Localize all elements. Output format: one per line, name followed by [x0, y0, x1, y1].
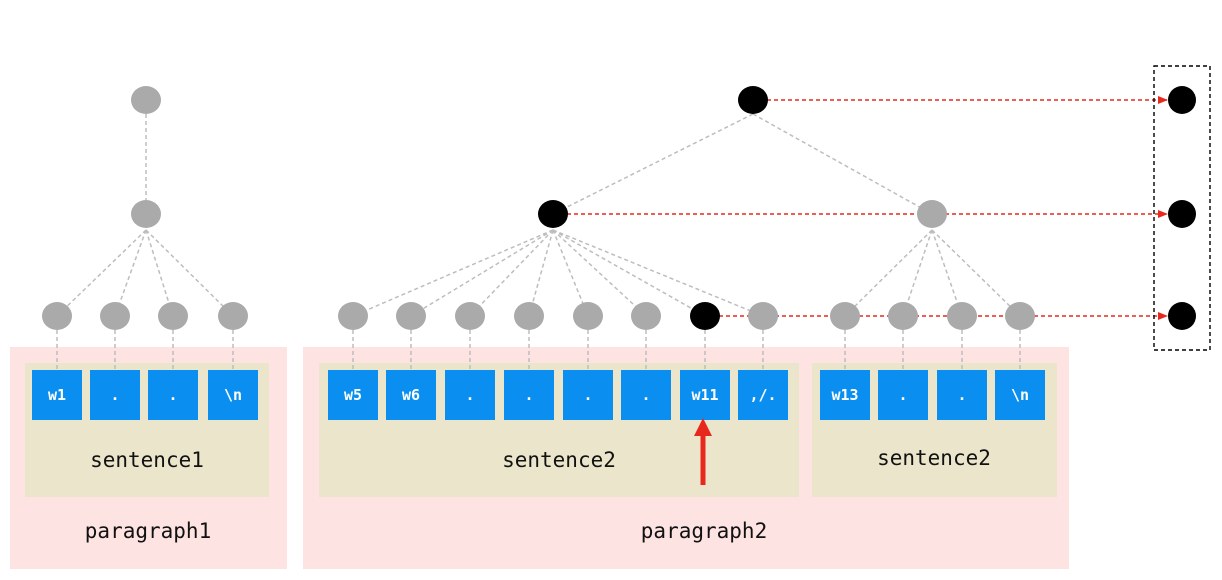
- token-node: [455, 302, 485, 330]
- current-token-node: [690, 302, 720, 330]
- token-box: [937, 370, 987, 420]
- token-text: .: [898, 386, 907, 404]
- token-text: .: [110, 386, 119, 404]
- token-box: [386, 370, 436, 420]
- token-node: [573, 302, 603, 330]
- token-box: [621, 370, 671, 420]
- sentence-label: sentence2: [502, 448, 616, 472]
- token-box: [90, 370, 140, 420]
- token-box: [738, 370, 788, 420]
- token-node: [947, 302, 977, 330]
- token-box: [504, 370, 554, 420]
- paragraph-label: paragraph1: [85, 519, 211, 543]
- token-text: w1: [48, 386, 66, 404]
- token-text: .: [524, 386, 533, 404]
- token-text: .: [957, 386, 966, 404]
- token-text: ,/.: [749, 386, 776, 404]
- token-node: [1005, 302, 1035, 330]
- paragraph-label: paragraph2: [641, 519, 767, 543]
- token-text: .: [641, 386, 650, 404]
- cache-node-root: [1168, 86, 1196, 114]
- token-box: [878, 370, 928, 420]
- token-box: [328, 370, 378, 420]
- token-node: [631, 302, 661, 330]
- sentence2-node: [538, 200, 568, 228]
- tokens-sentence1: w1 . . \n: [32, 370, 258, 420]
- token-text: \n: [224, 386, 242, 404]
- current-token-box: [680, 370, 730, 420]
- token-node: [888, 302, 918, 330]
- current-token-text: w11: [691, 386, 718, 404]
- cache-node-token: [1168, 302, 1196, 330]
- tokens-sentence3: w13 . . \n: [820, 370, 1045, 420]
- sentence-label: sentence2: [877, 446, 991, 470]
- token-box: [32, 370, 82, 420]
- token-text: w6: [402, 386, 420, 404]
- token-box: [563, 370, 613, 420]
- sentence-label: sentence1: [90, 448, 204, 472]
- token-node: [396, 302, 426, 330]
- token-box: [995, 370, 1045, 420]
- tree-nodes: [42, 86, 1196, 330]
- token-node: [514, 302, 544, 330]
- token-node: [748, 302, 778, 330]
- sentence3-node: [917, 200, 947, 228]
- paragraph1-root-node: [131, 86, 161, 114]
- token-node: [158, 302, 188, 330]
- cache-node-sentence: [1168, 200, 1196, 228]
- token-node: [100, 302, 130, 330]
- token-box: [820, 370, 870, 420]
- token-text: .: [168, 386, 177, 404]
- token-box: [148, 370, 198, 420]
- token-node: [218, 302, 248, 330]
- token-box: [208, 370, 258, 420]
- paragraph2-root-node: [738, 86, 768, 114]
- cache-box: [1153, 65, 1211, 351]
- sentence1-node: [131, 200, 161, 228]
- tree-edges: [56, 100, 1021, 370]
- token-text: .: [465, 386, 474, 404]
- token-box: [445, 370, 495, 420]
- token-node: [338, 302, 368, 330]
- token-node: [42, 302, 72, 330]
- token-node: [830, 302, 860, 330]
- up-arrow-icon: [694, 418, 712, 485]
- token-text: w5: [344, 386, 362, 404]
- tokens-sentence2: w5 w6 . . . . w11 ,/.: [328, 370, 788, 420]
- token-text: \n: [1011, 386, 1029, 404]
- token-text: .: [583, 386, 592, 404]
- token-text: w13: [831, 386, 858, 404]
